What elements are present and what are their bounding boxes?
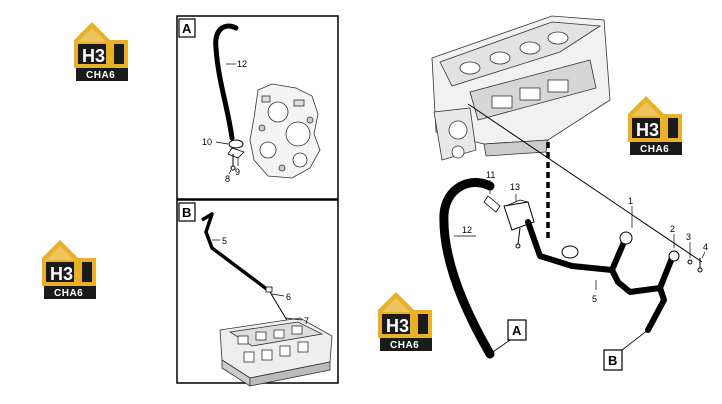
pointer-b-label: B bbox=[608, 353, 617, 368]
svg-text:CHA6: CHA6 bbox=[54, 288, 83, 299]
svg-text:H3: H3 bbox=[82, 46, 105, 66]
callout-main-3: 3 bbox=[686, 232, 691, 242]
callout-main-13: 13 bbox=[510, 182, 520, 192]
callout-main-2: 2 bbox=[670, 224, 675, 234]
callout-b-6: 6 bbox=[286, 292, 291, 302]
callout-b-5: 5 bbox=[222, 236, 227, 246]
callout-b-7: 7 bbox=[304, 316, 309, 326]
panel-a-label: A bbox=[182, 21, 192, 36]
breather-tube-main bbox=[525, 219, 667, 333]
svg-text:H3: H3 bbox=[50, 264, 73, 284]
panel-b-label: B bbox=[182, 205, 191, 220]
callout-main-12: 12 bbox=[462, 225, 472, 235]
svg-text:H3: H3 bbox=[636, 120, 659, 140]
svg-text:CHA6: CHA6 bbox=[390, 340, 419, 351]
pointer-b-box bbox=[603, 349, 623, 371]
callout-main-5: 5 bbox=[592, 294, 597, 304]
pointer-a-box bbox=[507, 319, 527, 341]
panel-b: B 5 6 7 bbox=[176, 199, 339, 387]
callout-a-12: 12 bbox=[237, 59, 247, 69]
callout-a-9: 9 bbox=[235, 167, 240, 177]
svg-text:H3: H3 bbox=[386, 316, 409, 336]
svg-text:CHA6: CHA6 bbox=[640, 144, 669, 155]
panel-a: A 12 10 9 8 bbox=[176, 15, 339, 200]
callout-a-8: 8 bbox=[225, 174, 230, 184]
pointer-a-label: A bbox=[512, 323, 522, 338]
callout-main-1: 1 bbox=[628, 196, 633, 206]
engine-block-illustration bbox=[219, 317, 333, 387]
logo-center: H3 CHA6 bbox=[378, 292, 432, 351]
logo-mid-left: H3 CHA6 bbox=[42, 240, 96, 299]
gear-housing-illustration bbox=[249, 83, 321, 179]
callout-main-11: 11 bbox=[486, 170, 495, 180]
logo-right: H3 CHA6 bbox=[628, 96, 682, 155]
callout-a-10: 10 bbox=[202, 137, 212, 147]
engine-block-main bbox=[431, 15, 611, 161]
svg-text:CHA6: CHA6 bbox=[86, 70, 115, 81]
callout-main-4: 4 bbox=[703, 242, 708, 252]
logo-top-left: H3 CHA6 bbox=[74, 22, 128, 81]
main-view: 11 13 12 1 2 3 4 5 A B bbox=[431, 15, 708, 371]
